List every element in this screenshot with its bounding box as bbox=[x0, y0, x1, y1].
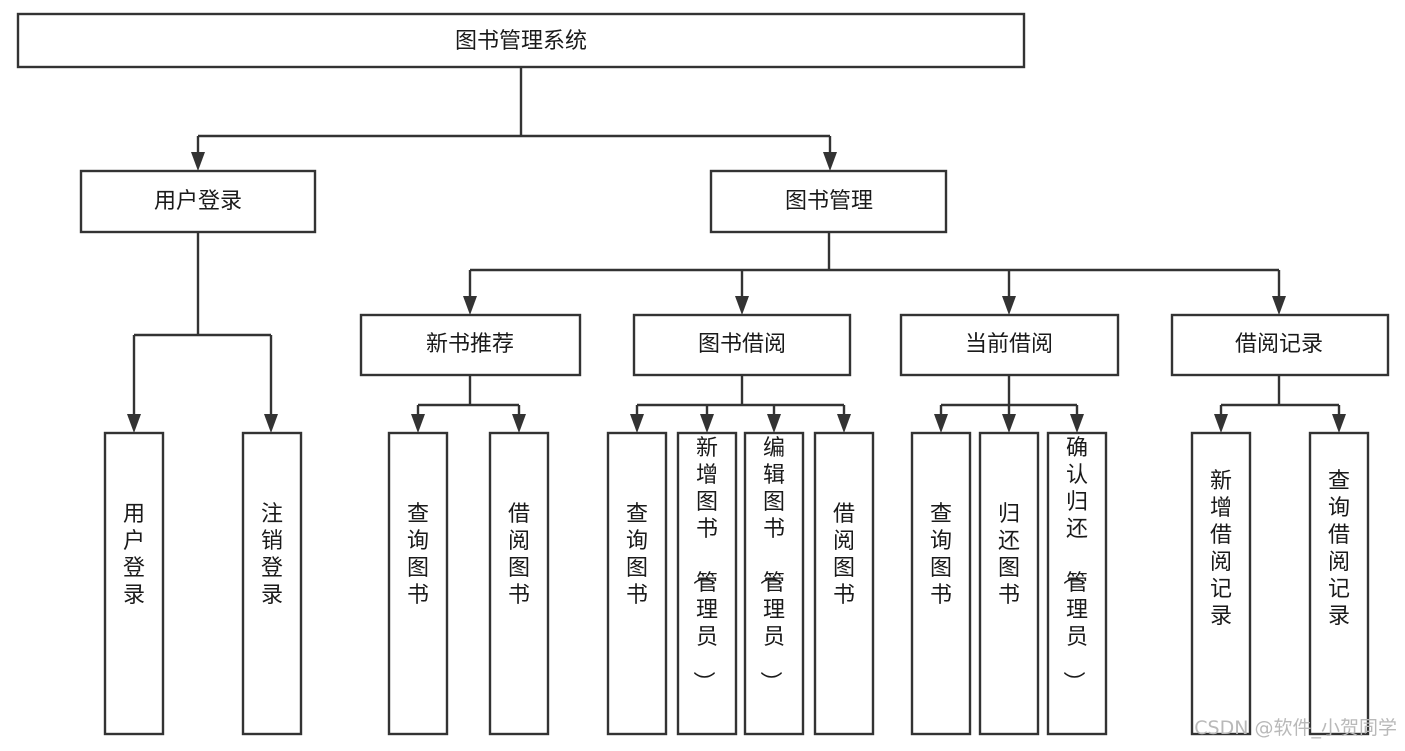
arrow-icon bbox=[934, 414, 948, 433]
leaf-add-book-label: 新增图书（管理员） bbox=[690, 436, 718, 693]
leaf-return-book-label: 归还图书 bbox=[998, 502, 1020, 608]
leaf-node[interactable]: 确认归还（管理员） bbox=[1046, 431, 1108, 736]
arrow-icon bbox=[1002, 296, 1016, 315]
node-new-book-recommend[interactable]: 新书推荐 bbox=[359, 313, 582, 377]
leaf-node[interactable]: 借阅图书 bbox=[488, 431, 550, 736]
connector-root-to-level1 bbox=[191, 67, 837, 171]
arrow-icon bbox=[837, 414, 851, 433]
leaf-node[interactable]: 查询图书 bbox=[606, 431, 668, 736]
arrow-icon bbox=[127, 414, 141, 433]
node-borrow-record[interactable]: 借阅记录 bbox=[1170, 313, 1390, 377]
leaf-node[interactable]: 新增图书（管理员） bbox=[676, 431, 738, 736]
leaf-user-logout-label: 注销登录 bbox=[261, 502, 283, 608]
leaf-add-record-label: 新增借阅记录 bbox=[1210, 469, 1232, 629]
node-current-borrow-box[interactable] bbox=[899, 313, 1120, 377]
arrow-icon bbox=[767, 414, 781, 433]
leaf-node[interactable]: 查询图书 bbox=[387, 431, 449, 736]
arrow-icon bbox=[1272, 296, 1286, 315]
leaf-query-book-1-box[interactable] bbox=[387, 431, 449, 736]
connector-bookmanage-to-level2 bbox=[463, 232, 1286, 315]
arrow-icon bbox=[1070, 414, 1084, 433]
node-book-manage-label: 图书管理 bbox=[785, 189, 873, 214]
arrow-icon bbox=[1002, 414, 1016, 433]
connector-layer bbox=[127, 67, 1346, 433]
arrow-icon bbox=[191, 152, 205, 171]
node-user-login-box[interactable] bbox=[79, 169, 317, 234]
leaf-query-book-3-label: 查询图书 bbox=[930, 502, 952, 608]
arrow-icon bbox=[1332, 414, 1346, 433]
leaf-edit-book-box[interactable] bbox=[743, 431, 805, 736]
leaf-node[interactable]: 查询图书 bbox=[910, 431, 972, 736]
leaf-borrow-book-1-label: 借阅图书 bbox=[508, 502, 530, 608]
arrow-icon bbox=[463, 296, 477, 315]
leaf-user-logout-box[interactable] bbox=[241, 431, 303, 736]
leaf-node[interactable]: 编辑图书（管理员） bbox=[743, 431, 805, 736]
arrow-icon bbox=[1214, 414, 1228, 433]
node-book-borrow-box[interactable] bbox=[632, 313, 852, 377]
node-new-book-recommend-label: 新书推荐 bbox=[426, 332, 514, 357]
node-book-manage[interactable]: 图书管理 bbox=[709, 169, 948, 234]
node-borrow-record-label: 借阅记录 bbox=[1235, 332, 1323, 357]
arrow-icon bbox=[630, 414, 644, 433]
node-root-box[interactable] bbox=[16, 12, 1026, 69]
node-user-login[interactable]: 用户登录 bbox=[79, 169, 317, 234]
leaf-node[interactable]: 注销登录 bbox=[241, 431, 303, 736]
leaf-confirm-return-label: 确认归还（管理员） bbox=[1060, 436, 1088, 693]
arrow-icon bbox=[700, 414, 714, 433]
leaf-query-record-label: 查询借阅记录 bbox=[1328, 469, 1350, 629]
node-borrow-record-box[interactable] bbox=[1170, 313, 1390, 377]
leaf-query-record-box[interactable] bbox=[1308, 431, 1370, 736]
leaf-borrow-book-2-box[interactable] bbox=[813, 431, 875, 736]
arrow-icon bbox=[823, 152, 837, 171]
leaf-add-record-box[interactable] bbox=[1190, 431, 1252, 736]
leaf-borrow-book-1-box[interactable] bbox=[488, 431, 550, 736]
arrow-icon bbox=[512, 414, 526, 433]
leaf-query-book-2-box[interactable] bbox=[606, 431, 668, 736]
leaf-query-book-1-label: 查询图书 bbox=[407, 502, 429, 608]
csdn-watermark: CSDN @软件_小贺同学 bbox=[1194, 717, 1397, 739]
connector-currentborrow-to-leaves bbox=[934, 375, 1084, 433]
connector-newbook-to-leaves bbox=[411, 375, 526, 433]
arrow-icon bbox=[264, 414, 278, 433]
node-current-borrow[interactable]: 当前借阅 bbox=[899, 313, 1120, 377]
leaf-add-book-box[interactable] bbox=[676, 431, 738, 736]
connector-userlogin-to-leaves bbox=[127, 232, 278, 433]
leaf-node[interactable]: 查询借阅记录 bbox=[1308, 431, 1370, 736]
leaf-node[interactable]: 用户登录 bbox=[103, 431, 165, 736]
node-new-book-recommend-box[interactable] bbox=[359, 313, 582, 377]
leaf-borrow-book-2-label: 借阅图书 bbox=[833, 502, 855, 608]
leaf-user-login-box[interactable] bbox=[103, 431, 165, 736]
connector-borrowrecord-to-leaves bbox=[1214, 375, 1346, 433]
leaf-edit-book-label: 编辑图书（管理员） bbox=[757, 436, 785, 693]
leaf-query-book-3-box[interactable] bbox=[910, 431, 972, 736]
leaf-query-book-2-label: 查询图书 bbox=[626, 502, 648, 608]
leaf-node[interactable]: 借阅图书 bbox=[813, 431, 875, 736]
leaf-return-book-box[interactable] bbox=[978, 431, 1040, 736]
node-current-borrow-label: 当前借阅 bbox=[965, 332, 1053, 357]
node-book-borrow[interactable]: 图书借阅 bbox=[632, 313, 852, 377]
arrow-icon bbox=[735, 296, 749, 315]
leaf-node[interactable]: 归还图书 bbox=[978, 431, 1040, 736]
leaf-confirm-return-box[interactable] bbox=[1046, 431, 1108, 736]
arrow-icon bbox=[411, 414, 425, 433]
node-book-manage-box[interactable] bbox=[709, 169, 948, 234]
node-root[interactable]: 图书管理系统 bbox=[16, 12, 1026, 69]
connector-bookborrow-to-leaves bbox=[630, 375, 851, 433]
node-user-login-label: 用户登录 bbox=[154, 189, 242, 214]
node-book-borrow-label: 图书借阅 bbox=[698, 332, 786, 357]
node-root-label: 图书管理系统 bbox=[455, 29, 587, 54]
leaf-user-login-label: 用户登录 bbox=[123, 502, 145, 608]
leaf-node[interactable]: 新增借阅记录 bbox=[1190, 431, 1252, 736]
